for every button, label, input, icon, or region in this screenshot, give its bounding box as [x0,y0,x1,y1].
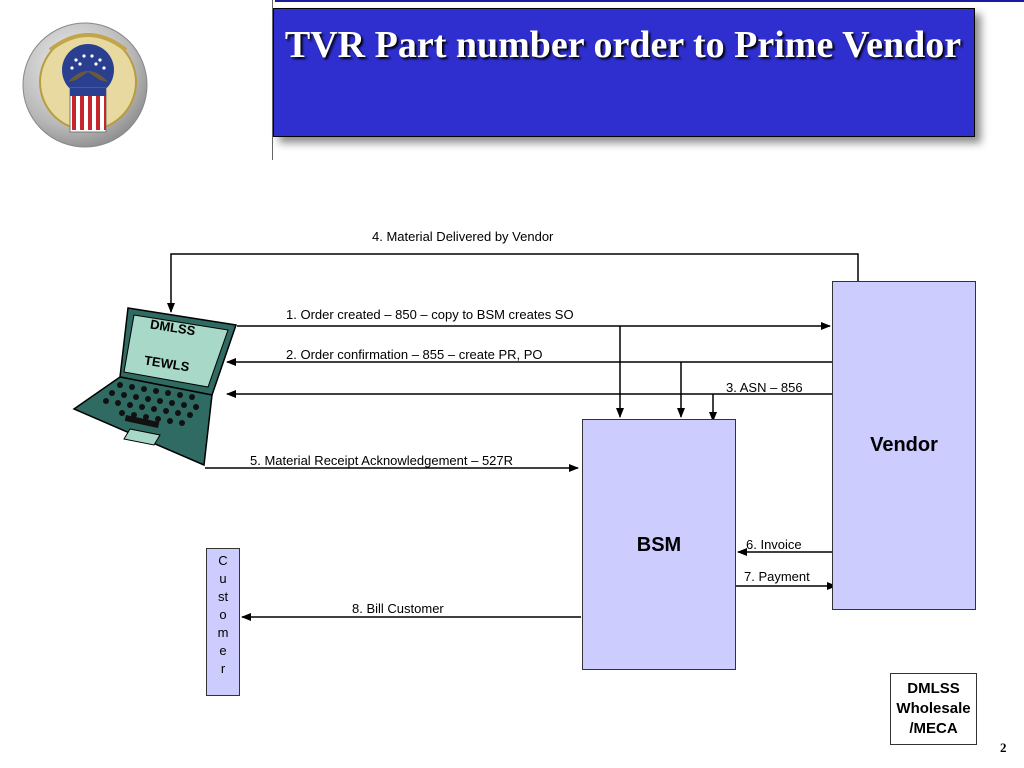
customer-box [206,548,240,696]
arrow-material-delivered [167,253,859,313]
left-rule [272,0,273,160]
flow-label-6: 6. Invoice [746,537,802,552]
laptop-icon [72,307,237,467]
slide-title: TVR Part number order to Prime Vendor [284,24,962,66]
flow-label-7: 7. Payment [744,569,810,584]
page-number: 2 [1000,740,1007,755]
flow-label-3: 3. ASN – 856 [726,380,803,395]
dla-seal-logo [22,22,148,148]
title-banner [273,8,975,137]
bsm-box [582,419,736,670]
bsm-label: BSM [636,534,682,556]
flow-label-1: 1. Order created – 850 – copy to BSM cre… [286,307,574,322]
vendor-label: Vendor [870,434,938,456]
top-rule [275,0,1024,2]
meca-label: DMLSS Wholesale /MECA [896,680,971,737]
vendor-box [832,281,976,610]
customer-label: C u st o m e r [217,553,229,676]
meca-box [890,673,977,745]
flow-label-8: 8. Bill Customer [352,601,444,616]
flow-label-5: 5. Material Receipt Acknowledgement – 52… [250,453,514,468]
flow-label-2: 2. Order confirmation – 855 – create PR,… [286,347,543,362]
flow-label-4: 4. Material Delivered by Vendor [372,229,554,244]
